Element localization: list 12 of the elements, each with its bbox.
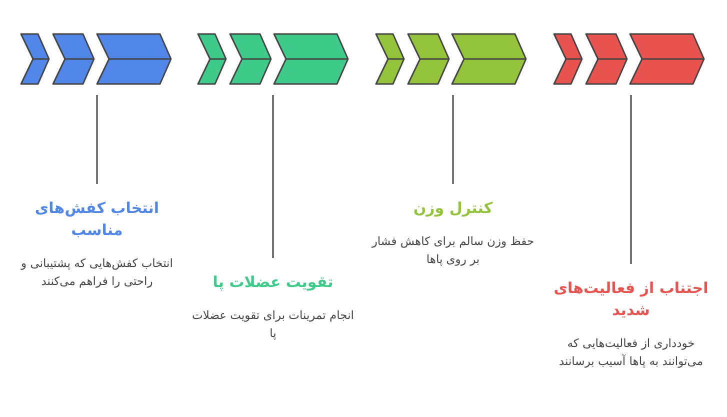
- step-description: انتخاب کفش‌هایی که پشتیبانی و راحتی را فراهم می‌کنند: [20, 254, 174, 290]
- step-description: انجام تمرینات برای تقویت عضلات پا: [191, 306, 355, 342]
- connector-line: [452, 95, 454, 184]
- step-description: خودداری از فعالیت‌هایی که می‌توانند به پاها آسیب برسانند: [558, 334, 704, 370]
- connector-line: [272, 95, 274, 258]
- step-title: اجتناب از فعالیت‌های شدید: [552, 278, 710, 321]
- connector-line: [96, 95, 98, 184]
- connector-line: [630, 95, 632, 264]
- step-description: حفظ وزن سالم برای کاهش فشار بر روی پاها: [370, 232, 536, 268]
- step-title: انتخاب کفش‌های مناسب: [34, 198, 160, 241]
- step-title: تقویت عضلات پا: [212, 272, 334, 293]
- step-title: کنترل وزن: [412, 198, 494, 219]
